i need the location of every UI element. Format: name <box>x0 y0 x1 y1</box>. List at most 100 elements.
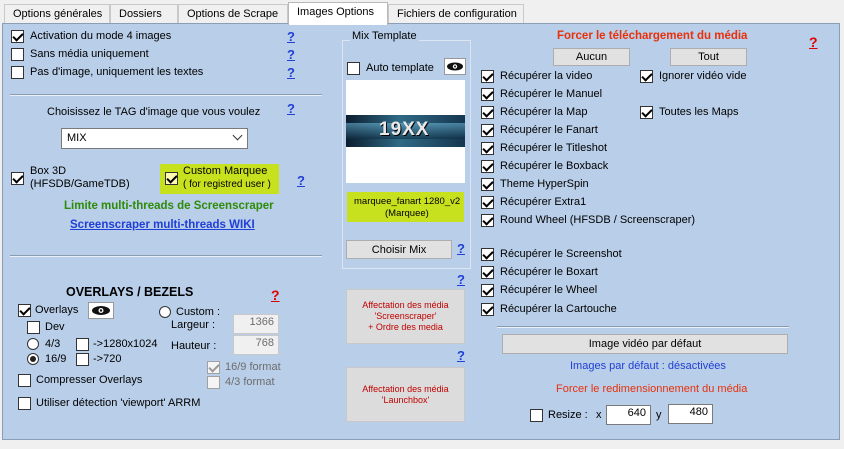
box3d-checkbox[interactable] <box>11 172 24 185</box>
help-mode4[interactable]: ? <box>287 29 295 44</box>
help-custom-marquee[interactable]: ? <box>297 173 305 188</box>
round-wheel-checkbox[interactable] <box>481 214 494 227</box>
round-wheel-label: Round Wheel (HFSDB / Screenscraper) <box>500 214 696 226</box>
cartouche-checkbox[interactable] <box>481 303 494 316</box>
overlays-preview-button[interactable] <box>88 302 114 319</box>
affect-ss-line3: + Ordre des media <box>368 322 443 332</box>
default-images-status: Images par défaut : désactivées <box>570 360 726 372</box>
eye-icon <box>92 306 110 315</box>
tab-dossiers[interactable]: Dossiers <box>110 4 178 24</box>
compress-overlays-checkbox[interactable] <box>18 374 31 387</box>
tab-bar: Options générales Dossiers Options de Sc… <box>2 2 840 25</box>
separator <box>10 255 322 257</box>
help-affect-ss[interactable]: ? <box>457 272 465 287</box>
mode4-checkbox[interactable] <box>11 30 24 43</box>
resize-x-label: x <box>596 409 602 421</box>
template-name-highlight <box>347 192 464 222</box>
screenshot-label: Récupérer le Screenshot <box>500 248 622 260</box>
force-download-title: Forcer le téléchargement du média <box>557 30 748 42</box>
res-1280-checkbox[interactable] <box>76 338 89 351</box>
auto-template-checkbox[interactable] <box>347 62 360 75</box>
tout-label: Tout <box>698 51 719 63</box>
aucun-button[interactable]: Aucun <box>553 48 630 66</box>
res-720-checkbox[interactable] <box>76 353 89 366</box>
overlays-checkbox[interactable] <box>18 304 31 317</box>
video-checkbox[interactable] <box>481 70 494 83</box>
ignore-video-label: Ignorer vidéo vide <box>659 70 747 82</box>
custom-label: Custom : <box>176 306 221 318</box>
help-force-download[interactable]: ? <box>809 34 818 50</box>
wheel-checkbox[interactable] <box>481 284 494 297</box>
tab-options-scrape[interactable]: Options de Scrape <box>178 4 288 24</box>
format-16-9-checkbox[interactable] <box>207 361 220 374</box>
fanart-checkbox[interactable] <box>481 124 494 137</box>
mix-template-title: Mix Template <box>350 30 419 42</box>
compress-overlays-label: Compresser Overlays <box>36 374 143 386</box>
sans-media-checkbox[interactable] <box>11 48 24 61</box>
custom-marquee-checkbox[interactable] <box>165 172 178 185</box>
help-choose-mix[interactable]: ? <box>457 241 465 256</box>
tag-select-value: MIX <box>67 132 87 144</box>
boxart-checkbox[interactable] <box>481 266 494 279</box>
ratio-16-9-radio[interactable] <box>27 353 39 365</box>
titleshot-checkbox[interactable] <box>481 142 494 155</box>
force-resize-label: Forcer le redimensionnement du média <box>556 383 748 395</box>
help-choose-tag[interactable]: ? <box>287 101 295 116</box>
aucun-label: Aucun <box>575 51 608 63</box>
help-overlays[interactable]: ? <box>271 287 280 303</box>
boxback-checkbox[interactable] <box>481 160 494 173</box>
auto-template-preview-button[interactable] <box>444 58 466 75</box>
cartouche-label: Récupérer la Cartouche <box>500 303 617 315</box>
choose-tag-label: Choisissez le TAG d'image que vous voule… <box>47 106 261 118</box>
mix-preview-image: 19XX <box>346 115 465 147</box>
ratio-16-9-label: 16/9 <box>45 353 67 365</box>
map-checkbox[interactable] <box>481 106 494 119</box>
overlays-title: OVERLAYS / BEZELS <box>66 285 194 299</box>
resize-x-input[interactable]: 640 <box>606 405 651 425</box>
tab-images-options[interactable]: Images Options <box>288 2 388 25</box>
map-label: Récupérer la Map <box>500 106 588 118</box>
sans-media-label: Sans média uniquement <box>30 48 149 60</box>
resize-label: Resize : <box>548 409 588 421</box>
help-sans-media[interactable]: ? <box>287 47 295 62</box>
resize-checkbox[interactable] <box>530 409 543 422</box>
wiki-link[interactable]: Screenscraper multi-threads WIKI <box>70 219 255 231</box>
tag-select[interactable]: MIX <box>61 128 248 149</box>
hyperspin-checkbox[interactable] <box>481 178 494 191</box>
viewport-checkbox[interactable] <box>18 397 31 410</box>
screenshot-checkbox[interactable] <box>481 248 494 261</box>
dev-label: Dev <box>45 321 65 333</box>
largeur-label: Largeur : <box>171 319 216 331</box>
titleshot-label: Récupérer le Titleshot <box>500 142 607 154</box>
hauteur-input[interactable]: 768 <box>233 335 279 355</box>
tab-fichiers-configuration[interactable]: Fichiers de configuration <box>388 4 524 24</box>
dev-checkbox[interactable] <box>27 321 40 334</box>
ratio-4-3-label: 4/3 <box>45 338 61 350</box>
affectation-screenscraper-button[interactable]: Affectation des média 'Screenscraper' + … <box>346 289 465 344</box>
custom-radio[interactable] <box>159 306 171 318</box>
ignore-video-checkbox[interactable] <box>640 70 653 83</box>
help-affect-lb[interactable]: ? <box>457 348 465 363</box>
fanart-label: Récupérer le Fanart <box>500 124 598 136</box>
format-4-3-label: 4/3 format <box>225 376 275 388</box>
all-maps-label: Toutes les Maps <box>659 106 739 118</box>
all-maps-checkbox[interactable] <box>640 106 653 119</box>
extra1-checkbox[interactable] <box>481 196 494 209</box>
template-name-line1: marquee_fanart 1280_v2 <box>354 196 461 207</box>
res-1280-label: ->1280x1024 <box>93 338 158 350</box>
affectation-launchbox-button[interactable]: Affectation des média 'Launchbox' <box>346 367 465 422</box>
tab-options-generales[interactable]: Options générales <box>4 4 110 24</box>
tout-button[interactable]: Tout <box>670 48 747 66</box>
help-pas-image[interactable]: ? <box>287 65 295 80</box>
pas-image-checkbox[interactable] <box>11 66 24 79</box>
custom-marquee-highlight <box>160 164 279 194</box>
format-4-3-checkbox[interactable] <box>207 376 220 389</box>
custom-marquee-line2: ( for registred user ) <box>183 179 271 190</box>
boxart-label: Récupérer le Boxart <box>500 266 598 278</box>
resize-y-input[interactable]: 480 <box>668 404 713 424</box>
ratio-4-3-radio[interactable] <box>27 338 39 350</box>
choose-mix-button[interactable]: Choisir Mix <box>346 240 452 259</box>
default-video-image-button[interactable]: Image vidéo par défaut <box>502 334 788 354</box>
largeur-input[interactable]: 1366 <box>233 314 279 334</box>
manuel-checkbox[interactable] <box>481 88 494 101</box>
